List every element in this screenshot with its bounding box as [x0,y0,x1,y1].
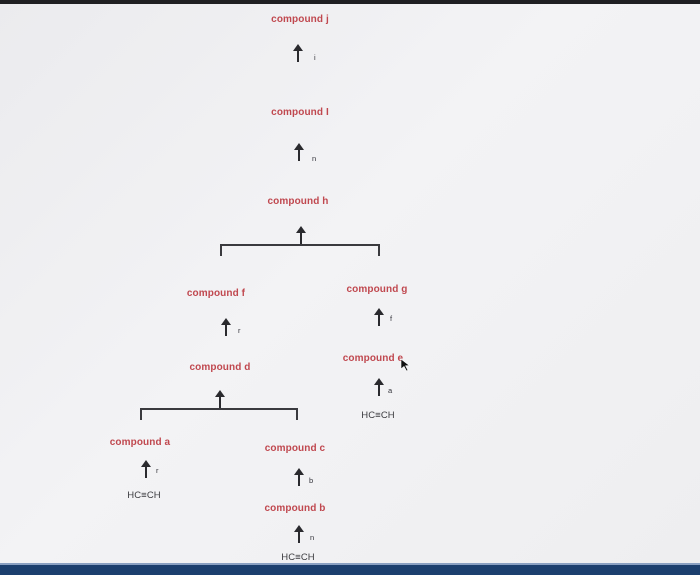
compound-e-label: compound e [342,353,404,364]
reagent-d-to-f: r [238,326,241,335]
bottom-edge-bar [0,565,700,575]
reagent-acetylene-to-e: a [388,386,393,395]
compound-c-label: compound c [264,443,326,454]
reagent-i-to-j: i [314,53,316,62]
compound-i-label: compound I [271,107,329,118]
acetylene-left: HC≡CH [127,490,161,501]
reagent-e-to-g: f [390,314,393,323]
arrow-up-icon [141,460,151,478]
acetylene-right: HC≡CH [361,410,395,421]
compound-d-label: compound d [189,362,251,373]
compound-g-label: compound g [346,284,408,295]
compound-a-label: compound a [109,437,171,448]
merge-bracket [220,244,380,246]
reagent-h-to-i: n [312,154,317,163]
compound-h-label: compound h [267,196,329,207]
top-edge-bar [0,0,700,4]
merge-bracket-lower [140,408,298,410]
reagent-b-to-c: b [309,476,314,485]
merge-bracket-lower-left [140,408,142,420]
arrow-up-icon [293,44,303,62]
merge-bracket-right [378,244,380,256]
reagent-acetylene-to-b: n [310,533,315,542]
arrow-up-icon [296,226,306,244]
reagent-acetylene-to-a: r [156,466,159,475]
arrow-up-icon [294,468,304,486]
merge-bracket-left [220,244,222,256]
arrow-up-icon [294,143,304,161]
compound-f-label: compound f [186,288,246,299]
merge-bracket-lower-right [296,408,298,420]
arrow-up-icon [294,525,304,543]
arrow-up-icon [374,308,384,326]
arrow-up-icon [215,390,225,408]
acetylene-bottom: HC≡CH [281,552,315,563]
compound-b-label: compound b [264,503,326,514]
arrow-up-icon [374,378,384,396]
mouse-cursor-icon [400,358,411,372]
arrow-up-icon [221,318,231,336]
compound-j-label: compound j [271,14,329,25]
bottom-edge-line [0,563,700,565]
